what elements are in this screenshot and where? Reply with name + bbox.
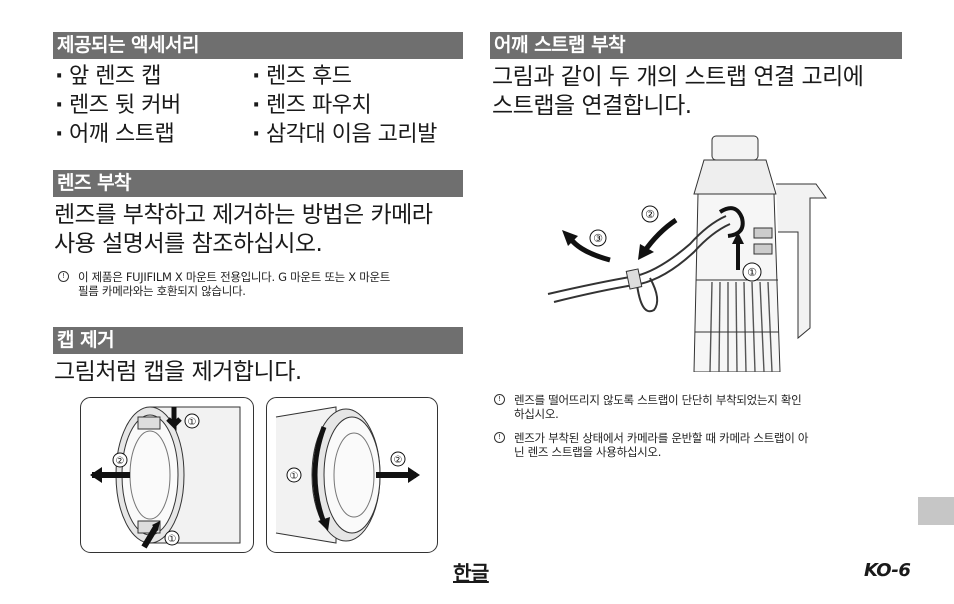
callout-label: ① xyxy=(168,534,177,545)
strap-body-line2: 스트랩을 연결합니다. xyxy=(492,93,692,119)
note-line2: 하십시오. xyxy=(514,407,559,421)
accessories-list-col1: 앞 렌즈 캡 렌즈 뒷 커버 어깨 스트랩 xyxy=(55,62,181,149)
callout-label: ① xyxy=(188,417,197,428)
note-icon: ! xyxy=(58,271,69,282)
callout-label: ① xyxy=(747,266,757,279)
rear-cap-illustration: ① ② xyxy=(266,397,438,553)
note-line2: 필름 카메라와는 호환되지 않습니다. xyxy=(78,284,246,298)
strap-heading: 어깨 스트랩 부착 xyxy=(490,32,902,59)
note-icon: ! xyxy=(494,432,505,443)
note-line1: 렌즈를 떨어뜨리지 않도록 스트랩이 단단히 부착되었는지 확인 xyxy=(514,393,802,407)
strap-body-line1: 그림과 같이 두 개의 스트랩 연결 고리에 xyxy=(492,64,864,90)
page-number: KO-6 xyxy=(864,560,911,581)
note-line2: 닌 렌즈 스트랩을 사용하십시오. xyxy=(514,445,662,459)
list-item: 어깨 스트랩 xyxy=(55,120,181,149)
mount-heading: 렌즈 부착 xyxy=(53,170,463,197)
note-icon: ! xyxy=(494,394,505,405)
callout-label: ③ xyxy=(593,232,603,245)
section-tab xyxy=(918,497,954,525)
note-line1: 이 제품은 FUJIFILM X 마운트 전용입니다. G 마운트 또는 X 마… xyxy=(78,270,391,284)
accessories-list-col2: 렌즈 후드 렌즈 파우치 삼각대 이음 고리발 xyxy=(252,62,437,149)
strap-attachment-illustration: ② ③ ① xyxy=(547,135,827,372)
strap-note-1: ! 렌즈를 떨어뜨리지 않도록 스트랩이 단단히 부착되었는지 확인 하십시오. xyxy=(494,393,909,421)
callout-label: ① xyxy=(290,471,299,482)
cap-heading: 캡 제거 xyxy=(53,327,463,354)
note-line1: 렌즈가 부착된 상태에서 카메라를 운반할 때 카메라 스트랩이 아 xyxy=(514,431,809,445)
callout-label: ② xyxy=(645,208,655,221)
mount-body-line1: 렌즈를 부착하고 제거하는 방법은 카메라 xyxy=(54,202,433,228)
list-item: 렌즈 파우치 xyxy=(252,91,437,120)
list-item: 렌즈 후드 xyxy=(252,62,437,91)
mount-note: ! 이 제품은 FUJIFILM X 마운트 전용입니다. G 마운트 또는 X… xyxy=(58,270,468,298)
cap-body: 그림처럼 캡을 제거합니다. xyxy=(54,359,302,385)
strap-note-2: ! 렌즈가 부착된 상태에서 카메라를 운반할 때 카메라 스트랩이 아 닌 렌… xyxy=(494,431,909,459)
accessories-heading: 제공되는 액세서리 xyxy=(53,32,463,59)
list-item: 삼각대 이음 고리발 xyxy=(252,120,437,149)
front-cap-illustration: ① ② ① xyxy=(80,397,254,553)
callout-label: ② xyxy=(116,456,125,467)
mount-body-line2: 사용 설명서를 참조하십시오. xyxy=(54,231,323,257)
footer-language: 한글 xyxy=(453,561,489,585)
list-item: 앞 렌즈 캡 xyxy=(55,62,181,91)
callout-label: ② xyxy=(394,455,403,466)
list-item: 렌즈 뒷 커버 xyxy=(55,91,181,120)
